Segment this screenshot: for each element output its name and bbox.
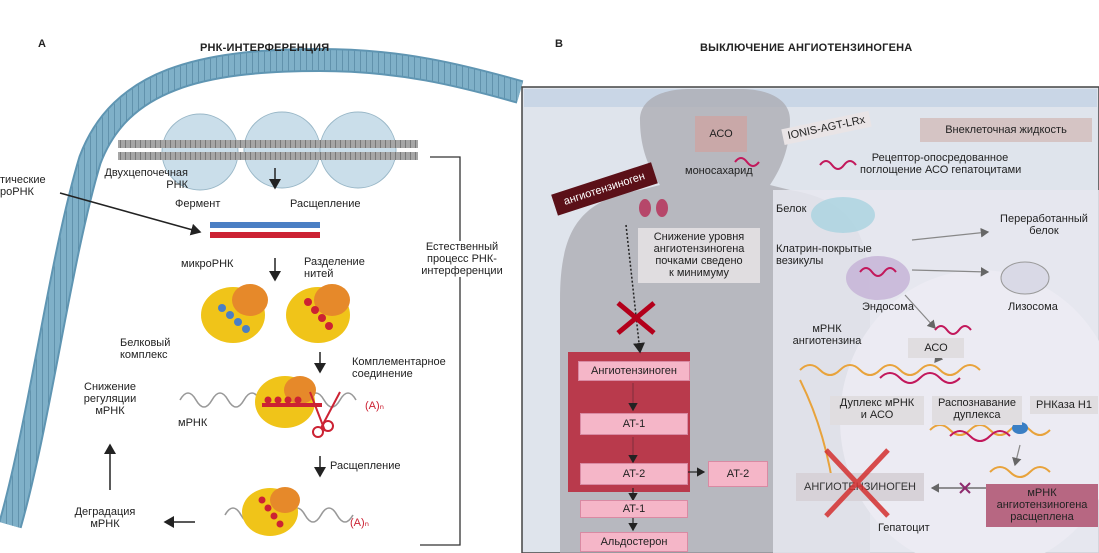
poly-a-label-1: (A)ₙ bbox=[365, 400, 385, 412]
panel-a-letter: A bbox=[38, 38, 46, 50]
protein-label: Белок bbox=[776, 203, 807, 215]
panel-b-letter: B bbox=[555, 38, 563, 50]
receptor-uptake-label: Рецептор-опосредованное поглощение АСО г… bbox=[860, 152, 1022, 176]
monosaccharide-label: моносахарид bbox=[685, 165, 753, 177]
protein-complex-right bbox=[286, 284, 350, 343]
mrna-cleaved-box: мРНК ангиотензиногена расщеплена bbox=[986, 484, 1098, 527]
scissors-icon bbox=[309, 391, 341, 438]
agt-mrna bbox=[799, 364, 981, 376]
mrna-label: мРНК bbox=[178, 417, 208, 429]
cascade-at1: AT-1 bbox=[580, 413, 688, 435]
degradation-label: Деградация мРНК bbox=[74, 506, 136, 530]
lysosome-label: Лизосома bbox=[1008, 301, 1058, 313]
clathrin-label: Клатрин-покрытые везикулы bbox=[776, 243, 872, 267]
duplex-strand bbox=[929, 424, 1051, 436]
protein-complex-degrade bbox=[242, 487, 300, 536]
double-rna-label: Двухцепочечная РНК bbox=[104, 167, 188, 191]
protein-complex-label: Белковый комплекс bbox=[120, 337, 171, 361]
enzyme-label: Фермент bbox=[175, 198, 221, 210]
cascade-at2: AT-2 bbox=[580, 463, 688, 485]
kidney-left bbox=[639, 199, 651, 217]
rnase-h1-box: РНКаза H1 bbox=[1030, 396, 1098, 414]
down-regulation-label: Снижение регуляции мРНК bbox=[83, 381, 137, 417]
aso-box-2: АСО bbox=[908, 338, 964, 358]
natural-process-label: Естественный процесс РНК- интерференции bbox=[412, 241, 512, 277]
panel-b-title: ВЫКЛЮЧЕНИЕ АНГИОТЕНЗИНОГЕНА bbox=[700, 42, 913, 54]
cleavage-label-2: Расщепление bbox=[330, 460, 401, 472]
hepatocyte-label: Гепатоцит bbox=[878, 522, 930, 534]
kidney-right bbox=[656, 199, 668, 217]
cascade-at1-lower: AT-1 bbox=[580, 500, 688, 518]
dicer-enzyme-spheres bbox=[161, 111, 397, 191]
mirna-label: микроРНК bbox=[181, 258, 234, 270]
cascade-angiotensinogen: Ангиотензиноген bbox=[578, 361, 690, 381]
complementary-label: Комплементарное соединение bbox=[352, 356, 446, 380]
rnase-h1-icon bbox=[1012, 422, 1028, 434]
lysosome bbox=[1000, 261, 1050, 295]
mirna-duplex bbox=[210, 222, 320, 238]
protein-complex-left bbox=[201, 284, 268, 343]
poly-a-label-2: (A)ₙ bbox=[350, 517, 370, 529]
agt-mrna-label: мРНК ангиотензина bbox=[792, 323, 862, 347]
aso-box: АСО bbox=[695, 116, 747, 152]
protein-complex-bound bbox=[255, 376, 322, 428]
recycled-protein-label: Переработанный белок bbox=[1000, 213, 1088, 237]
cascade-aldosterone: Альдостерон bbox=[580, 532, 688, 552]
double-stranded-rna bbox=[118, 140, 418, 148]
block-x-icon bbox=[616, 301, 656, 335]
endosome-label: Эндосома bbox=[862, 301, 914, 313]
natural-process-bracket bbox=[420, 156, 461, 546]
duplex-recognition-box: Распознавание дуплекса bbox=[932, 396, 1022, 425]
strand-separation-label: Разделение нитей bbox=[304, 256, 365, 280]
endosome bbox=[846, 256, 910, 300]
cleavage-label-1: Расщепление bbox=[290, 198, 361, 210]
panel-a-title: РНК-ИНТЕРФЕРЕНЦИЯ bbox=[200, 42, 330, 54]
angiotensinogen-big-box: АНГИОТЕНЗИНОГЕН bbox=[796, 473, 924, 501]
duplex-box: Дуплекс мРНК и АСО bbox=[830, 396, 924, 425]
clathrin-vesicle bbox=[811, 197, 875, 233]
synthetic-mirna-label: тические роРНК bbox=[0, 174, 46, 198]
small-x-icon bbox=[959, 482, 971, 494]
extracellular-box: Внеклеточная жидкость bbox=[920, 118, 1092, 142]
side-at2-box: AT-2 bbox=[708, 461, 768, 487]
kidney-reduction-box: Снижение уровня ангиотензиногена почками… bbox=[638, 228, 760, 283]
